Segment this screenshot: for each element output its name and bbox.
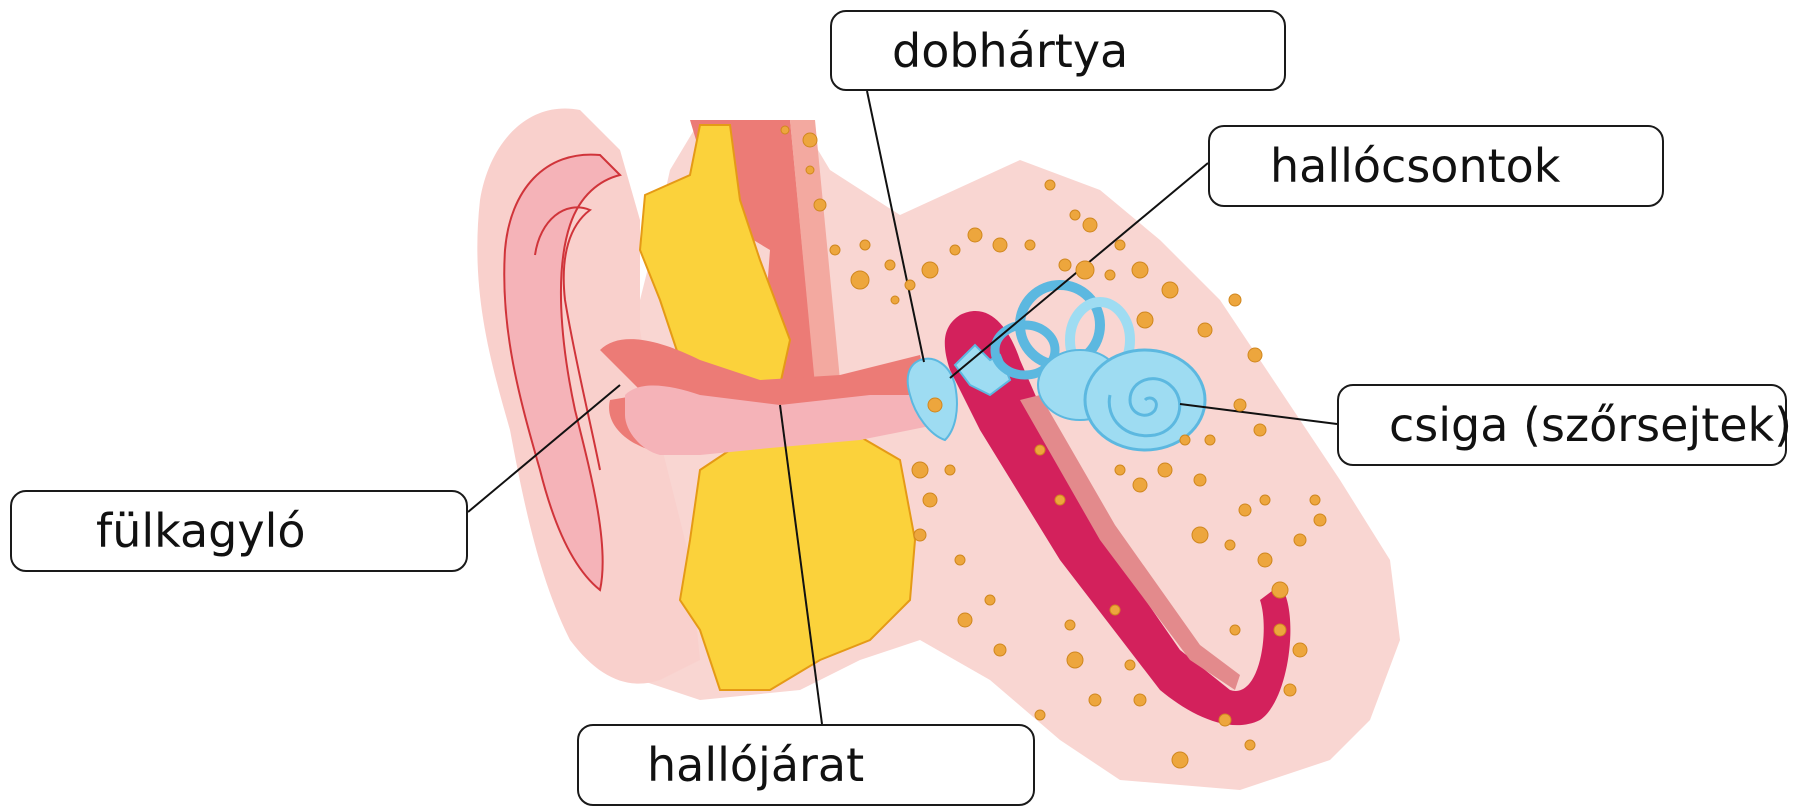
bone-dot: [1065, 620, 1075, 630]
bone-dot: [1132, 262, 1148, 278]
bone-dot: [1239, 504, 1251, 516]
label-cochlea-text: csiga (szőrsejtek): [1389, 402, 1792, 448]
bone-dot: [1076, 261, 1094, 279]
bone-dot: [1205, 435, 1215, 445]
bone-dot: [1137, 312, 1153, 328]
bone-dot: [1260, 495, 1270, 505]
bone-dot: [1293, 643, 1307, 657]
bone-dot: [891, 296, 899, 304]
bone-dot: [851, 271, 869, 289]
bone-dot: [1083, 218, 1097, 232]
bone-dot: [1198, 323, 1212, 337]
bone-dot: [1115, 240, 1125, 250]
bone-dot: [806, 166, 814, 174]
bone-dot: [1105, 270, 1115, 280]
bone-dot: [1115, 465, 1125, 475]
bone-dot: [914, 529, 926, 541]
bone-dot: [958, 613, 972, 627]
bone-dot: [1219, 714, 1231, 726]
bone-dot: [923, 493, 937, 507]
bone-dot: [1025, 240, 1035, 250]
bone-dot: [1045, 180, 1055, 190]
bone-dot: [1162, 282, 1178, 298]
bone-dot: [1258, 553, 1272, 567]
bone-dot: [1192, 527, 1208, 543]
bone-dot: [1035, 710, 1045, 720]
bone-dot: [803, 133, 817, 147]
bone-dot: [885, 260, 895, 270]
bone-dot: [860, 240, 870, 250]
bone-dot: [1245, 740, 1255, 750]
bone-dot: [1225, 540, 1235, 550]
bone-dot: [985, 595, 995, 605]
bone-dot: [1254, 424, 1266, 436]
label-ossicles: hallócsontok: [1208, 125, 1664, 207]
bone-dot: [781, 126, 789, 134]
bone-dot: [993, 238, 1007, 252]
bone-dot: [1158, 463, 1172, 477]
label-cochlea: csiga (szőrsejtek): [1337, 384, 1787, 466]
bone-dot: [955, 555, 965, 565]
bone-dot: [912, 462, 928, 478]
bone-dot: [1230, 625, 1240, 635]
bone-dot: [1284, 684, 1296, 696]
bone-dot: [1172, 752, 1188, 768]
bone-dot: [950, 245, 960, 255]
label-eardrum: dobhártya: [830, 10, 1286, 91]
bone-dot: [1274, 624, 1286, 636]
bone-dot: [1089, 694, 1101, 706]
bone-dot: [1314, 514, 1326, 526]
bone-dot: [830, 245, 840, 255]
bone-dot: [1194, 474, 1206, 486]
bone-dot: [1133, 478, 1147, 492]
bone-dot: [814, 199, 826, 211]
bone-dot: [1248, 348, 1262, 362]
bone-dot: [1067, 652, 1083, 668]
label-pinna: fülkagyló: [10, 490, 468, 572]
bone-dot: [1272, 582, 1288, 598]
bone-dot: [994, 644, 1006, 656]
bone-dot: [968, 228, 982, 242]
label-ossicles-text: hallócsontok: [1270, 143, 1560, 189]
bone-dot: [945, 465, 955, 475]
bone-dot: [1059, 259, 1071, 271]
label-eardrum-text: dobhártya: [892, 28, 1128, 74]
bone-dot: [928, 398, 942, 412]
bone-dot: [1055, 495, 1065, 505]
bone-dot: [1180, 435, 1190, 445]
bone-dot: [922, 262, 938, 278]
bone-dot: [1229, 294, 1241, 306]
bone-dot: [1110, 605, 1120, 615]
bone-dot: [1310, 495, 1320, 505]
bone-dot: [905, 280, 915, 290]
bone-dot: [1035, 445, 1045, 455]
bone-dot: [1134, 694, 1146, 706]
bone-dot: [1234, 399, 1246, 411]
bone-dot: [1125, 660, 1135, 670]
bone-dot: [1070, 210, 1080, 220]
label-pinna-text: fülkagyló: [96, 508, 306, 554]
label-ear-canal: hallójárat: [577, 724, 1035, 806]
label-ear-canal-text: hallójárat: [647, 742, 864, 788]
bone-dot: [1294, 534, 1306, 546]
